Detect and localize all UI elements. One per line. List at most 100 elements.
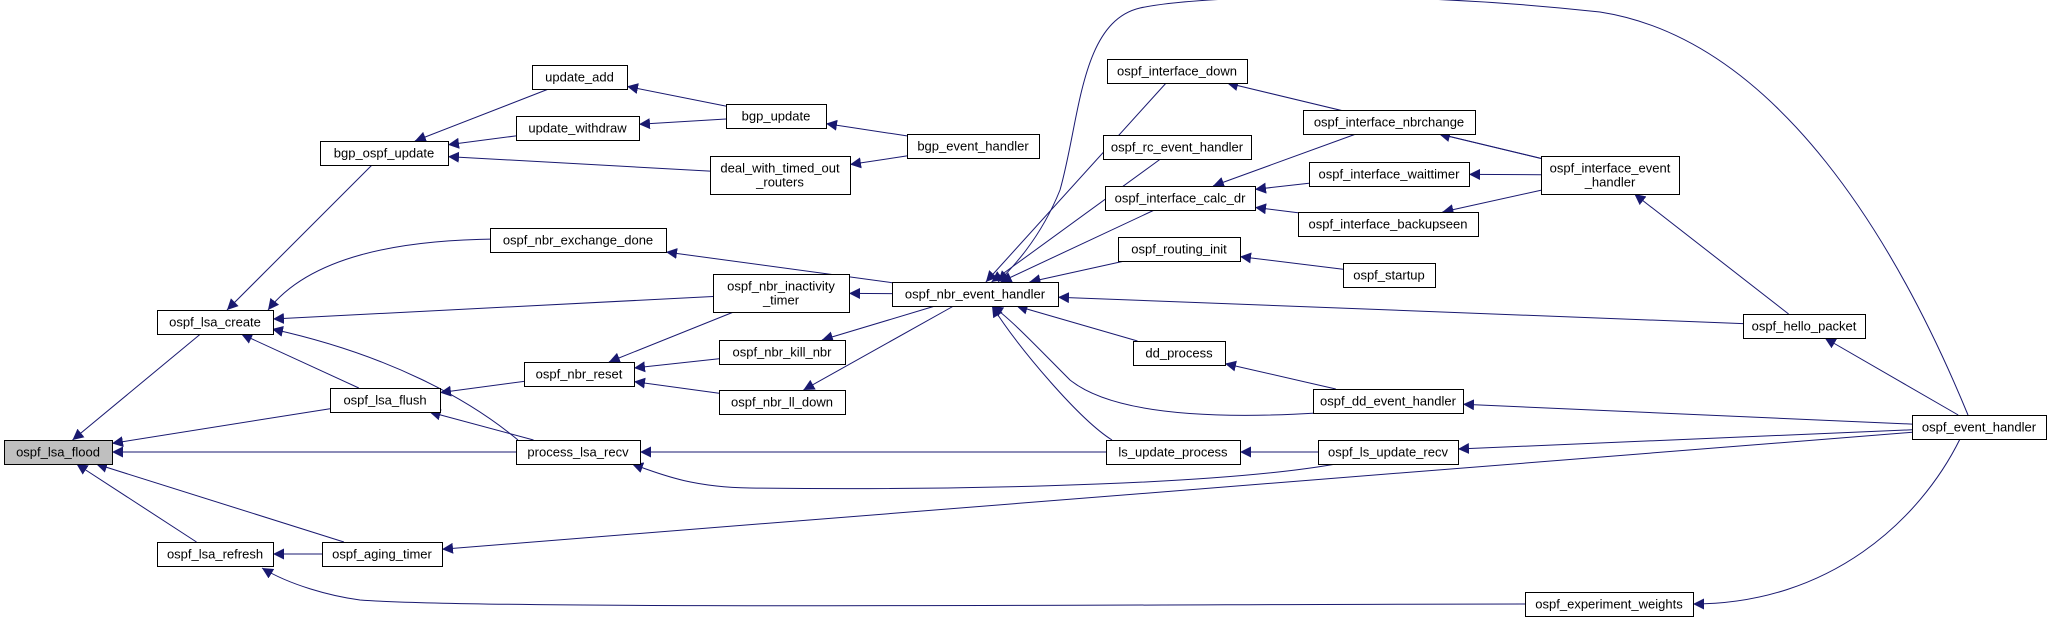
node-ospf_ls_update_recv[interactable]: ospf_ls_update_recv xyxy=(1318,440,1459,465)
node-box[interactable] xyxy=(1303,110,1476,135)
node-bgp_ospf_update[interactable]: bgp_ospf_update xyxy=(320,141,449,166)
edge-ospf_nbr_event_handler-to-ospf_nbr_exchange_done xyxy=(665,248,893,284)
edge-ospf_lsa_refresh-to-ospf_lsa_flood xyxy=(76,463,197,543)
node-label: ospf_hello_packet xyxy=(1752,319,1857,334)
edge-ospf_hello_packet-to-ospf_interface_event_handler xyxy=(1634,193,1789,315)
edge-bgp_event_handler-to-bgp_update xyxy=(825,119,908,137)
node-box[interactable] xyxy=(726,104,827,129)
node-box[interactable] xyxy=(4,440,113,465)
node-box[interactable] xyxy=(1107,59,1248,84)
node-ospf_interface_event_handler[interactable]: ospf_interface_event_handler xyxy=(1541,156,1680,195)
node-ospf_lsa_refresh[interactable]: ospf_lsa_refresh xyxy=(157,542,274,567)
node-box[interactable] xyxy=(330,388,441,413)
node-box[interactable] xyxy=(1105,186,1256,211)
node-box[interactable] xyxy=(524,362,635,387)
node-box[interactable] xyxy=(320,141,449,166)
node-label: ospf_interface_nbrchange xyxy=(1314,115,1464,130)
node-ospf_nbr_kill_nbr[interactable]: ospf_nbr_kill_nbr xyxy=(719,340,846,365)
node-label: bgp_event_handler xyxy=(917,139,1029,154)
node-label: ospf_interface_down xyxy=(1117,64,1237,79)
node-box[interactable] xyxy=(710,156,851,195)
node-box[interactable] xyxy=(1313,389,1464,414)
node-ospf_lsa_flush[interactable]: ospf_lsa_flush xyxy=(330,388,441,413)
node-box[interactable] xyxy=(907,134,1040,159)
node-box[interactable] xyxy=(490,228,667,253)
node-label: ospf_interface_waittimer xyxy=(1319,167,1461,182)
node-box[interactable] xyxy=(719,390,846,415)
node-dd_process[interactable]: dd_process xyxy=(1133,341,1226,366)
node-label: ospf_experiment_weights xyxy=(1535,597,1683,612)
node-box[interactable] xyxy=(1343,263,1436,288)
node-ospf_event_handler[interactable]: ospf_event_handler xyxy=(1912,415,2047,440)
node-label: ospf_event_handler xyxy=(1922,420,2037,435)
node-box[interactable] xyxy=(516,116,640,141)
node-ospf_nbr_reset[interactable]: ospf_nbr_reset xyxy=(524,362,635,387)
node-label: ospf_nbr_ll_down xyxy=(731,395,833,410)
node-box[interactable] xyxy=(1912,415,2047,440)
node-box[interactable] xyxy=(532,65,628,90)
node-process_lsa_recv[interactable]: process_lsa_recv xyxy=(516,440,641,465)
node-box[interactable] xyxy=(892,282,1059,307)
node-box[interactable] xyxy=(713,274,850,313)
edge-ospf_interface_waittimer-to-ospf_interface_calc_dr xyxy=(1254,182,1310,194)
edge-bgp_ospf_update-to-ospf_lsa_create xyxy=(226,164,373,311)
node-box[interactable] xyxy=(1106,440,1241,465)
node-box[interactable] xyxy=(1541,156,1680,195)
node-ospf_dd_event_handler[interactable]: ospf_dd_event_handler xyxy=(1313,389,1464,414)
node-box[interactable] xyxy=(1298,212,1479,237)
node-ospf_interface_down[interactable]: ospf_interface_down xyxy=(1107,59,1248,84)
node-ospf_interface_nbrchange[interactable]: ospf_interface_nbrchange xyxy=(1303,110,1476,135)
node-ospf_aging_timer[interactable]: ospf_aging_timer xyxy=(322,542,443,567)
node-box[interactable] xyxy=(322,542,443,567)
node-ospf_interface_backupseen[interactable]: ospf_interface_backupseen xyxy=(1298,212,1479,237)
edge-process_lsa_recv-to-ospf_lsa_create xyxy=(271,325,519,441)
node-label: _routers xyxy=(755,175,804,190)
node-label: _handler xyxy=(1584,175,1636,190)
node-deal_with_timed_out_routers[interactable]: deal_with_timed_out_routers xyxy=(710,156,851,195)
node-box[interactable] xyxy=(1743,314,1866,339)
node-ospf_rc_event_handler[interactable]: ospf_rc_event_handler xyxy=(1103,135,1252,160)
node-box[interactable] xyxy=(1133,341,1226,366)
node-ospf_nbr_ll_down[interactable]: ospf_nbr_ll_down xyxy=(719,390,846,415)
edge-ospf_interface_calc_dr-to-ospf_nbr_event_handler xyxy=(1000,209,1155,283)
node-box[interactable] xyxy=(1309,162,1470,187)
node-ospf_routing_init[interactable]: ospf_routing_init xyxy=(1118,237,1241,262)
node-label: process_lsa_recv xyxy=(527,445,629,460)
node-bgp_event_handler[interactable]: bgp_event_handler xyxy=(907,134,1040,159)
node-bgp_update[interactable]: bgp_update xyxy=(726,104,827,129)
edge-ls_update_process-to-ospf_nbr_event_handler xyxy=(991,305,1113,441)
node-ospf_lsa_create[interactable]: ospf_lsa_create xyxy=(157,310,274,335)
edge-ospf_interface_event_handler-to-ospf_interface_backupseen xyxy=(1442,189,1542,215)
node-label: ospf_lsa_create xyxy=(169,315,261,330)
node-box[interactable] xyxy=(1103,135,1252,160)
node-box[interactable] xyxy=(719,340,846,365)
node-ospf_interface_calc_dr[interactable]: ospf_interface_calc_dr xyxy=(1105,186,1256,211)
edge-ospf_nbr_inactivity_timer-to-ospf_lsa_create xyxy=(272,296,714,324)
node-box[interactable] xyxy=(516,440,641,465)
edge-ospf_event_handler-to-ospf_nbr_event_handler xyxy=(997,0,1969,416)
node-ospf_hello_packet[interactable]: ospf_hello_packet xyxy=(1743,314,1866,339)
node-ospf_lsa_flood[interactable]: ospf_lsa_flood xyxy=(4,440,113,465)
node-label: ospf_interface_calc_dr xyxy=(1115,191,1246,206)
edge-ospf_lsa_flush-to-ospf_lsa_flood xyxy=(111,408,331,448)
node-label: ospf_ls_update_recv xyxy=(1328,445,1448,460)
node-ospf_nbr_inactivity_timer[interactable]: ospf_nbr_inactivity_timer xyxy=(713,274,850,313)
node-label: ls_update_process xyxy=(1118,445,1228,460)
node-update_withdraw[interactable]: update_withdraw xyxy=(516,116,640,141)
node-box[interactable] xyxy=(1318,440,1459,465)
node-ospf_nbr_event_handler[interactable]: ospf_nbr_event_handler xyxy=(892,282,1059,307)
node-update_add[interactable]: update_add xyxy=(532,65,628,90)
node-ospf_experiment_weights[interactable]: ospf_experiment_weights xyxy=(1525,592,1694,617)
node-box[interactable] xyxy=(157,310,274,335)
node-box[interactable] xyxy=(157,542,274,567)
node-ospf_interface_waittimer[interactable]: ospf_interface_waittimer xyxy=(1309,162,1470,187)
node-box[interactable] xyxy=(1118,237,1241,262)
node-box[interactable] xyxy=(1525,592,1694,617)
node-ospf_nbr_exchange_done[interactable]: ospf_nbr_exchange_done xyxy=(490,228,667,253)
node-ospf_startup[interactable]: ospf_startup xyxy=(1343,263,1436,288)
node-ls_update_process[interactable]: ls_update_process xyxy=(1106,440,1241,465)
edge-dd_process-to-ospf_nbr_event_handler xyxy=(1016,303,1138,342)
node-label: ospf_nbr_exchange_done xyxy=(503,233,653,248)
edge-ospf_experiment_weights-to-ospf_lsa_refresh xyxy=(261,567,1526,607)
edge-ospf_event_handler-to-ospf_experiment_weights xyxy=(1692,438,1961,610)
